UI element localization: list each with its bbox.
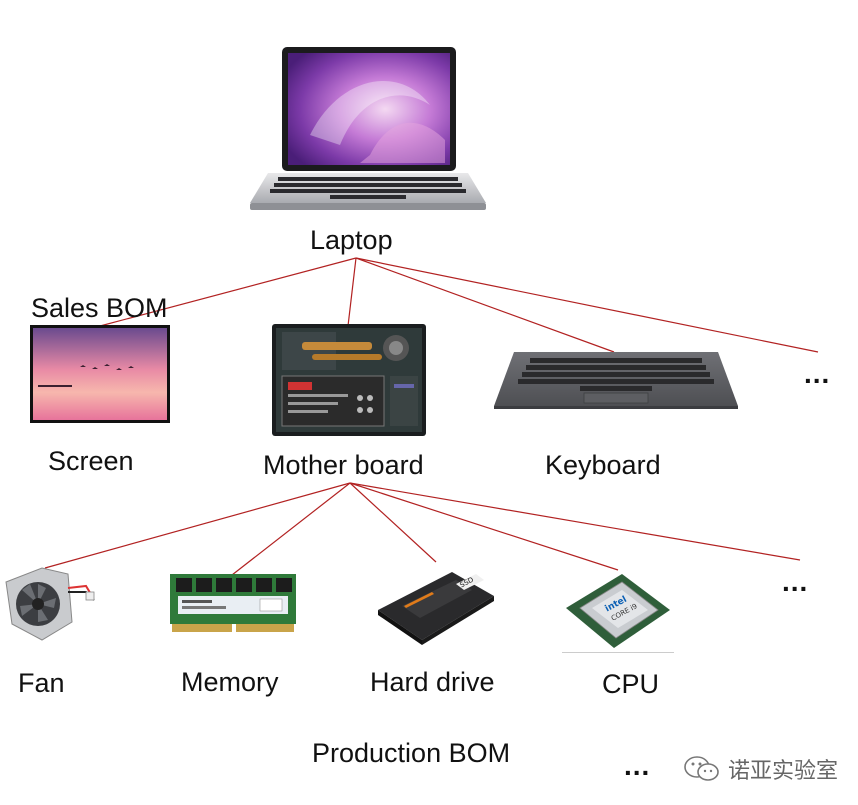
keyboard-image — [492, 350, 740, 410]
edge-motherboard-harddrive — [349, 482, 437, 563]
watermark: 诺亚实验室 — [682, 753, 838, 785]
cpu-image: intel CORE i9 — [562, 568, 674, 654]
hard-drive-image: SSD — [372, 566, 498, 646]
root-label-laptop: Laptop — [310, 225, 393, 255]
item-label-memory: Memory — [181, 667, 279, 697]
memory-image — [170, 574, 296, 632]
edge-laptop-keyboard — [355, 257, 615, 353]
item-label-screen: Screen — [48, 446, 134, 476]
item-label-keyboard: Keyboard — [545, 450, 661, 480]
edge-motherboard-cpu — [349, 482, 619, 571]
edge-laptop-more — [355, 257, 819, 353]
sales-bom-label: Sales BOM — [31, 293, 168, 323]
bottom-more-ellipsis: ... — [624, 750, 651, 781]
edge-motherboard-memory — [231, 482, 351, 576]
edge-laptop-motherboard — [347, 257, 357, 327]
level1-more-ellipsis: ... — [804, 358, 831, 389]
watermark-text: 诺亚实验室 — [728, 759, 839, 784]
item-label-motherboard: Mother board — [263, 450, 424, 480]
item-label-hard-drive: Hard drive — [370, 667, 495, 697]
laptop-image — [250, 45, 486, 215]
fan-image — [2, 562, 96, 644]
edge-motherboard-fan — [44, 482, 351, 569]
edge-laptop-screen — [99, 257, 357, 327]
item-label-fan: Fan — [18, 668, 65, 698]
item-label-cpu: CPU — [602, 669, 660, 699]
motherboard-image — [272, 324, 426, 436]
edge-motherboard-more — [349, 482, 801, 561]
wechat-icon — [682, 754, 722, 784]
production-bom-label: Production BOM — [312, 738, 511, 768]
screen-image — [30, 325, 170, 423]
level2-more-ellipsis: ... — [782, 566, 809, 597]
